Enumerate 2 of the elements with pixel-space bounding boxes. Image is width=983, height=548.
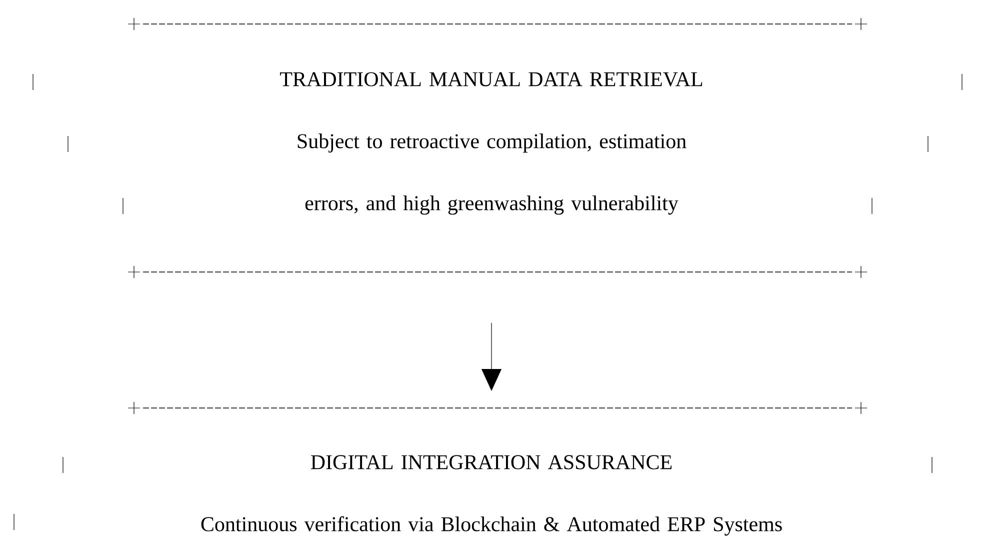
text-box: DIGITAL INTEGRATION ASSURANCE Continuous verification via Blockchain & Automated ERP Systems [14,402,932,536]
text-box: TRADITIONAL MANUAL DATA RETRIEVAL Subject to retroactive compilation, estimation errors, and high greenwashing vulnerability [32,18,962,278]
